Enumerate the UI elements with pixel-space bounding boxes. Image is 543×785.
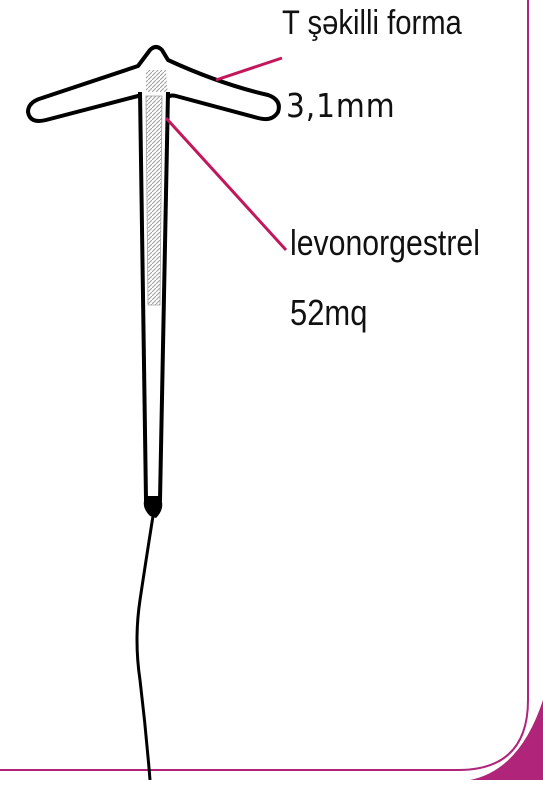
label-dose: 52mq — [290, 292, 367, 334]
pointer-shape — [216, 58, 282, 80]
label-t-shape: T şəkilli forma — [282, 4, 462, 43]
pointer-hormone — [166, 118, 286, 250]
hormone-reservoir — [146, 96, 162, 305]
label-hormone: levonorgestrel — [290, 222, 480, 264]
label-width: 3,1mm — [286, 86, 396, 125]
stem-bulb — [144, 496, 163, 518]
retrieval-thread — [137, 516, 153, 780]
